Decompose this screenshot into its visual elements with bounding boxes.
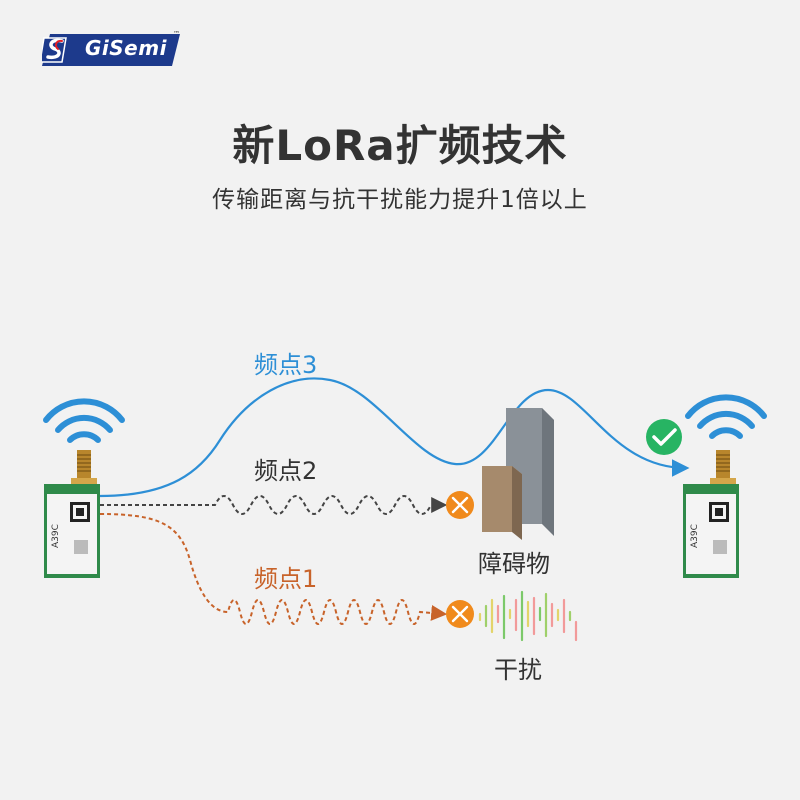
blocked-marker-channel1 [446, 600, 474, 628]
obstacle-buildings [482, 408, 554, 540]
blocked-marker-channel2 [446, 491, 474, 519]
gisemi-logo [42, 34, 180, 66]
left-wifi-icon [43, 398, 125, 443]
channel2-label: 频点2 [254, 457, 318, 485]
channel3-label: 频点3 [254, 351, 318, 379]
page-subtitle: 传输距离与抗干扰能力提升1倍以上 [212, 187, 588, 213]
svg-text:A39C: A39C [690, 524, 700, 548]
channel2-signal-path [100, 495, 448, 515]
channel1-label: 频点1 [254, 565, 318, 593]
trademark-mark: ™ [173, 30, 180, 38]
obstacle-label: 障碍物 [478, 550, 550, 578]
left-lora-module: A39C [44, 450, 100, 578]
interference-label: 干扰 [494, 656, 542, 684]
channel1-signal-path [99, 513, 448, 625]
right-lora-module: A39C [683, 450, 739, 578]
page-title: 新LoRa扩频技术 [232, 121, 568, 170]
brand-name: GiSemi [85, 36, 167, 60]
channel3-signal-path [99, 377, 690, 498]
interference-signal-graphic [478, 590, 578, 642]
success-check-icon [646, 419, 682, 455]
right-wifi-icon [685, 394, 767, 439]
svg-text:A39C: A39C [51, 524, 61, 548]
